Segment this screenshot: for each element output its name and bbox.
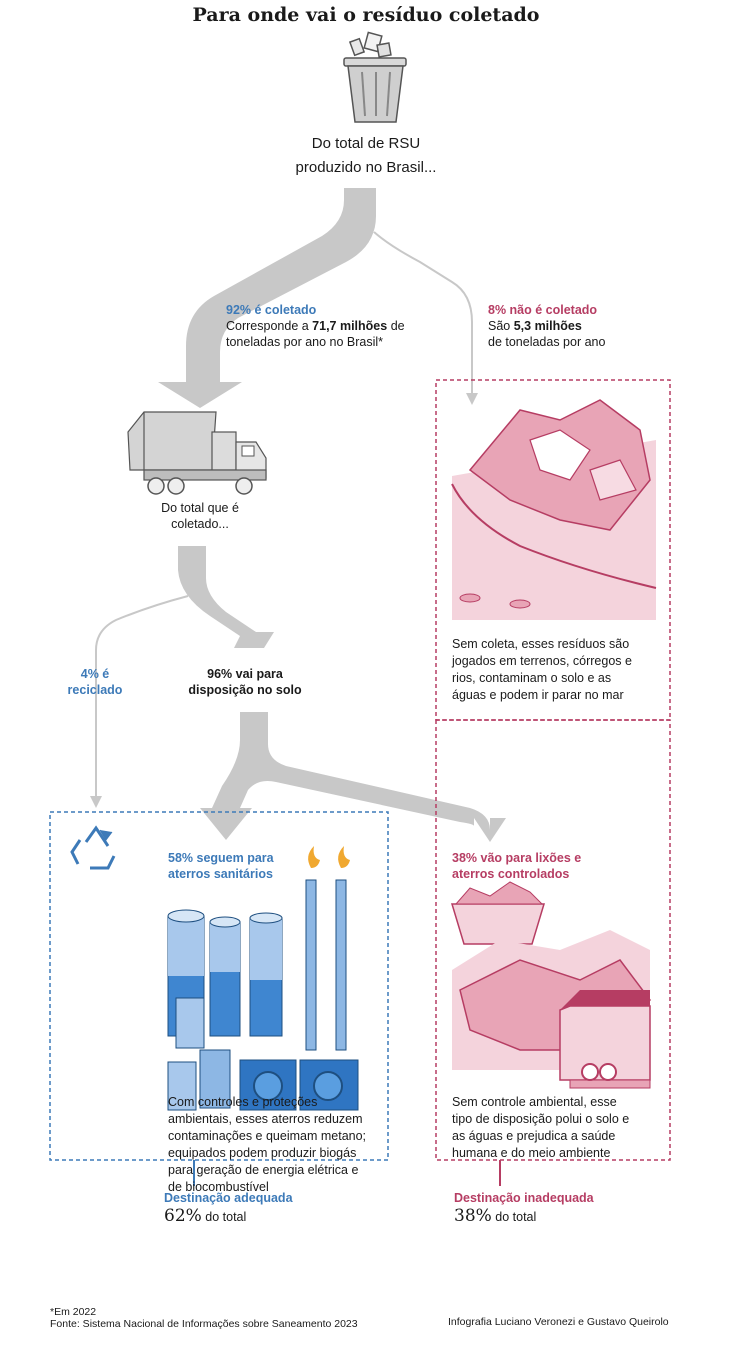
not-collected-pct: 8% não é coletado <box>488 303 598 317</box>
flow-recycled <box>95 595 189 800</box>
landfill-text-line: equipados podem produzir biogás <box>168 1146 357 1160</box>
dumps-box <box>435 719 671 1161</box>
not-collected-text-line: rios, contaminam o solo e as <box>452 671 612 685</box>
flow-soil <box>178 546 274 648</box>
truck-caption: Do total que é coletado... <box>130 500 270 532</box>
adequate-suffix: do total <box>201 1210 247 1224</box>
not-collected-text-line: águas e podem ir parar no mar <box>452 688 624 702</box>
landfill-heading: 58% seguem para aterros sanitários <box>168 850 308 882</box>
not-collected-text: Sem coleta, esses resíduos são jogados e… <box>452 636 662 704</box>
dumps-text-line: Sem controle ambiental, esse <box>452 1095 617 1109</box>
landfill-text: Com controles e proteções ambientais, es… <box>168 1094 378 1196</box>
dumps-heading: 38% vão para lixões e aterros controlado… <box>452 850 652 882</box>
not-collected-desc-a: São <box>488 319 514 333</box>
not-collected-text-line: Sem coleta, esses resíduos são <box>452 637 630 651</box>
soil-line2: disposição no solo <box>188 683 302 697</box>
soil-label: 96% vai para disposição no solo <box>180 666 310 698</box>
dump-illustration <box>451 399 657 620</box>
adequate-value: 62% <box>164 1206 202 1226</box>
collected-desc-a: Corresponde a <box>226 319 313 333</box>
recycled-line2: reciclado <box>67 683 123 697</box>
footnote-line1: *Em 2022 <box>50 1306 97 1318</box>
landfill-text-line: ambientais, esses aterros reduzem <box>168 1112 363 1126</box>
dumps-heading-line2: aterros controlados <box>452 867 570 881</box>
garbage-truck-icon <box>127 411 267 495</box>
intro-line-2: produzido no Brasil... <box>295 159 437 176</box>
dumps-text-line: as águas e prejudica a saúde <box>452 1129 616 1143</box>
collected-desc-b: de <box>387 319 405 333</box>
credit: Infografia Luciano Veronezi e Gustavo Qu… <box>448 1316 669 1328</box>
truck-caption-line2: coletado... <box>171 517 229 531</box>
dump-container-illustration <box>450 881 651 1089</box>
flow-split <box>200 712 506 842</box>
landfill-heading-line1: 58% seguem para <box>168 851 274 865</box>
trash-can-icon <box>343 31 407 123</box>
recycled-line1: 4% é <box>80 667 110 681</box>
truck-caption-line1: Do total que é <box>161 501 239 515</box>
landfill-text-line: contaminações e queimam metano; <box>168 1129 367 1143</box>
not-collected-desc-bold: 5,3 milhões <box>513 319 582 333</box>
not-collected-label: 8% não é coletado São 5,3 milhões de ton… <box>488 302 688 350</box>
dumps-text: Sem controle ambiental, esse tipo de dis… <box>452 1094 662 1162</box>
inadequate-value: 38% <box>454 1206 492 1226</box>
intro-line-1: Do total de RSU <box>311 135 421 152</box>
landfill-text-line: Com controles e proteções <box>168 1095 318 1109</box>
infographic-title: Para onde vai o resíduo coletado <box>192 4 540 26</box>
flow-not-collected <box>373 231 473 398</box>
landfill-box <box>49 811 389 1161</box>
recycled-label: 4% é reciclado <box>60 666 130 698</box>
inadequate-suffix: do total <box>491 1210 537 1224</box>
footnote-source: Fonte: Sistema Nacional de Informações s… <box>50 1318 358 1330</box>
not-collected-desc-line2: de toneladas por ano <box>488 335 606 349</box>
landfill-text-line: para geração de energia elétrica e <box>168 1163 359 1177</box>
collected-label: 92% é coletado Corresponde a 71,7 milhõe… <box>226 302 426 350</box>
soil-line1: 96% vai para <box>207 667 283 681</box>
collected-pct: 92% é coletado <box>226 303 317 317</box>
collected-desc-line2: toneladas por ano no Brasil* <box>226 335 384 349</box>
collected-desc-bold: 71,7 milhões <box>312 319 388 333</box>
adequate-label: Destinação adequada <box>164 1191 293 1205</box>
landfill-heading-line2: aterros sanitários <box>168 867 273 881</box>
adequate-summary: Destinação adequada 62% do total <box>164 1190 364 1226</box>
dumps-text-line: humana e do meio ambiente <box>452 1146 611 1160</box>
flow-collected <box>158 188 376 408</box>
landfill-text-line: de biocombustível <box>168 1180 269 1194</box>
intro-text: Do total de RSU produzido no Brasil... <box>266 132 466 180</box>
recycle-icon <box>70 825 116 870</box>
inadequate-summary: Destinação inadequada 38% do total <box>454 1190 654 1226</box>
not-collected-text-line: jogados em terrenos, córregos e <box>452 654 632 668</box>
landfill-plant-illustration <box>167 846 359 1111</box>
inadequate-label: Destinação inadequada <box>454 1191 594 1205</box>
footnote: *Em 2022 Fonte: Sistema Nacional de Info… <box>50 1306 410 1330</box>
dumps-text-line: tipo de disposição polui o solo e <box>452 1112 630 1126</box>
dumps-heading-line1: 38% vão para lixões e <box>452 851 582 865</box>
